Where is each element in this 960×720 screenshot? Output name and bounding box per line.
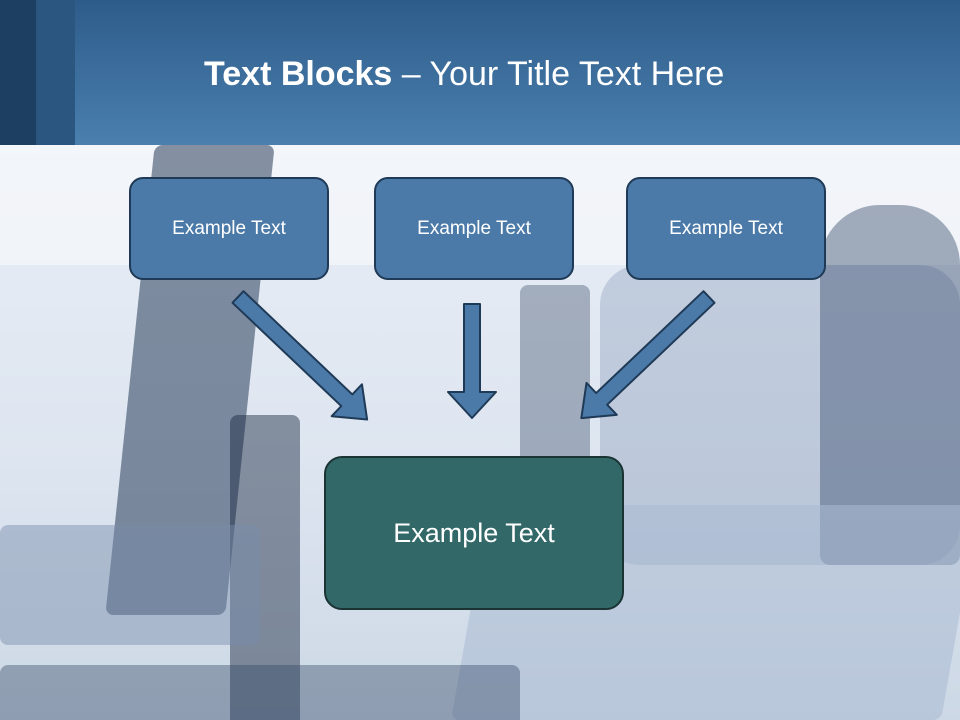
bg-monitor-stand <box>230 415 300 720</box>
target-text-block[interactable]: Example Text <box>324 456 624 610</box>
text-block-3-label: Example Text <box>669 217 783 239</box>
text-block-1-label: Example Text <box>172 217 286 239</box>
text-block-2[interactable]: Example Text <box>374 177 574 280</box>
slide-header: Text Blocks – Your Title Text Here <box>0 0 960 145</box>
title-rest: – Your Title Text Here <box>392 55 725 93</box>
header-accent-strip <box>36 0 75 145</box>
header-accent-strip-dark <box>0 0 36 145</box>
target-text-block-label: Example Text <box>393 517 555 548</box>
arrow-left <box>231 290 369 421</box>
text-block-3[interactable]: Example Text <box>626 177 826 280</box>
bg-keyboard-left <box>0 525 260 645</box>
arrow-right <box>580 290 716 420</box>
text-block-1[interactable]: Example Text <box>129 177 329 280</box>
text-block-2-label: Example Text <box>417 217 531 239</box>
title-bold: Text Blocks <box>204 55 393 93</box>
arrow-center <box>447 303 497 419</box>
bg-desk <box>0 665 520 720</box>
slide-title: Text Blocks – Your Title Text Here <box>204 55 724 94</box>
